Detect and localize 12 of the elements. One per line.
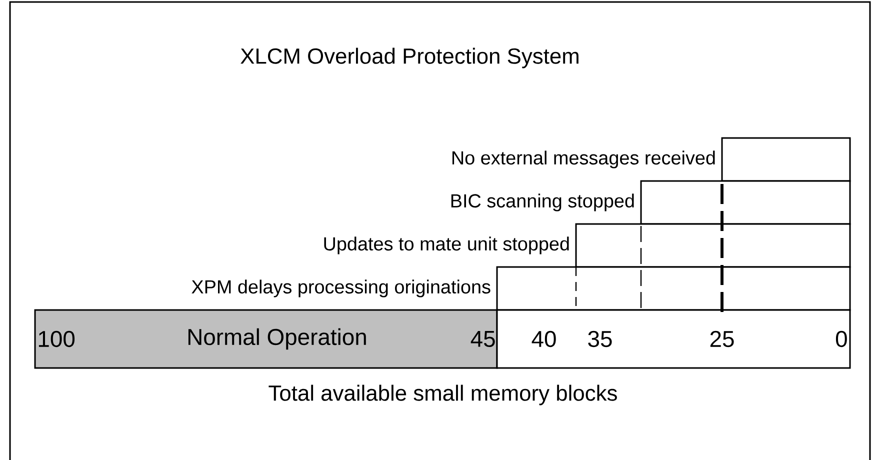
stage-box: XPM delays processing originations (192, 266, 851, 311)
stage-box: Updates to mate unit stopped (324, 223, 851, 268)
scale-bar: 100 Normal Operation 45 (34, 309, 498, 369)
node-label: No external messages received (452, 150, 715, 168)
stage-box: No external messages received (452, 137, 851, 182)
stage-box: BIC scanning stopped (451, 180, 851, 225)
node-label: BIC scanning stopped (451, 194, 634, 212)
scale-bar: 40 35 25 0 (496, 309, 851, 369)
caption: Total available small memory blocks (268, 384, 617, 406)
title: XLCM Overload Protection System (240, 48, 578, 68)
node-label: Updates to mate unit stopped (324, 236, 569, 254)
node-label: XPM delays processing originations (192, 280, 490, 298)
